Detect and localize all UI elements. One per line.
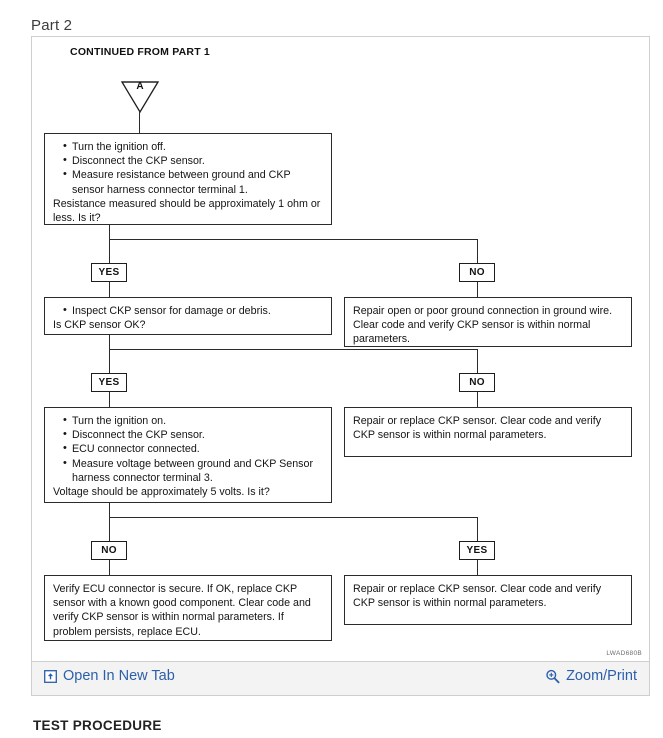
branch-label-yes-1: YES: [91, 263, 127, 282]
step-1-question: Resistance measured should be approximat…: [53, 197, 321, 225]
step-2-bullets: Inspect CKP sensor for damage or debris.: [63, 303, 323, 318]
step-box-2: Inspect CKP sensor for damage or debris.…: [44, 297, 332, 335]
outcome-box-3: Verify ECU connector is secure. If OK, r…: [44, 575, 332, 641]
step-box-1: Turn the ignition off. Disconnect the CK…: [44, 133, 332, 225]
connector-line: [109, 239, 478, 241]
continued-from-label: CONTINUED FROM PART 1: [70, 46, 210, 58]
connector-triangle-a: A: [109, 79, 171, 115]
branch-label-no-2: NO: [459, 373, 495, 392]
connector-line: [109, 517, 478, 519]
step-1-bullets: Turn the ignition off. Disconnect the CK…: [63, 139, 323, 197]
connector-line: [109, 335, 111, 350]
step-3-question: Voltage should be approximately 5 volts.…: [53, 486, 270, 499]
test-procedure-heading: TEST PROCEDURE: [33, 718, 162, 733]
connector-line: [109, 392, 111, 408]
connector-line: [109, 225, 111, 240]
flowchart-diagram: CONTINUED FROM PART 1 A Turn the ignitio…: [32, 37, 651, 663]
connector-line: [109, 560, 111, 576]
connector-line: [109, 517, 111, 541]
connector-line: [109, 349, 111, 373]
zoom-print-label: Zoom/Print: [566, 668, 637, 684]
connector-line: [109, 349, 478, 351]
branch-label-no-1: NO: [459, 263, 495, 282]
connector-letter: A: [136, 81, 144, 92]
step-2-question: Is CKP sensor OK?: [53, 319, 146, 332]
zoom-print-link[interactable]: Zoom/Print: [545, 668, 637, 684]
outcome-box-4: Repair or replace CKP sensor. Clear code…: [344, 575, 632, 625]
connector-line: [477, 560, 479, 576]
connector-line: [109, 503, 111, 518]
step-box-3: Turn the ignition on. Disconnect the CKP…: [44, 407, 332, 503]
triangle-icon: [120, 81, 160, 114]
open-in-new-tab-icon: [44, 669, 57, 683]
connector-line: [477, 239, 479, 263]
figure-frame: CONTINUED FROM PART 1 A Turn the ignitio…: [31, 36, 650, 662]
connector-line: [109, 282, 111, 298]
connector-line: [477, 517, 479, 541]
part-label: Part 2: [31, 17, 73, 34]
branch-label-yes-3: YES: [459, 541, 495, 560]
outcome-box-2: Repair or replace CKP sensor. Clear code…: [344, 407, 632, 457]
open-in-new-tab-link[interactable]: Open In New Tab: [44, 668, 175, 684]
branch-label-no-3: NO: [91, 541, 127, 560]
figure-code-label: LWAD680B: [606, 650, 642, 657]
connector-line: [477, 282, 479, 298]
branch-label-yes-2: YES: [91, 373, 127, 392]
connector-line: [477, 349, 479, 373]
connector-line: [139, 112, 141, 134]
open-in-new-tab-label: Open In New Tab: [63, 668, 175, 684]
step-3-bullets: Turn the ignition on. Disconnect the CKP…: [63, 413, 323, 485]
magnifier-plus-icon: [545, 669, 560, 684]
connector-line: [109, 239, 111, 263]
figure-canvas: CONTINUED FROM PART 1 A Turn the ignitio…: [32, 37, 649, 661]
connector-line: [477, 392, 479, 408]
figure-toolbar: Open In New Tab Zoom/Print: [31, 662, 650, 696]
outcome-box-1: Repair open or poor ground connection in…: [344, 297, 632, 347]
